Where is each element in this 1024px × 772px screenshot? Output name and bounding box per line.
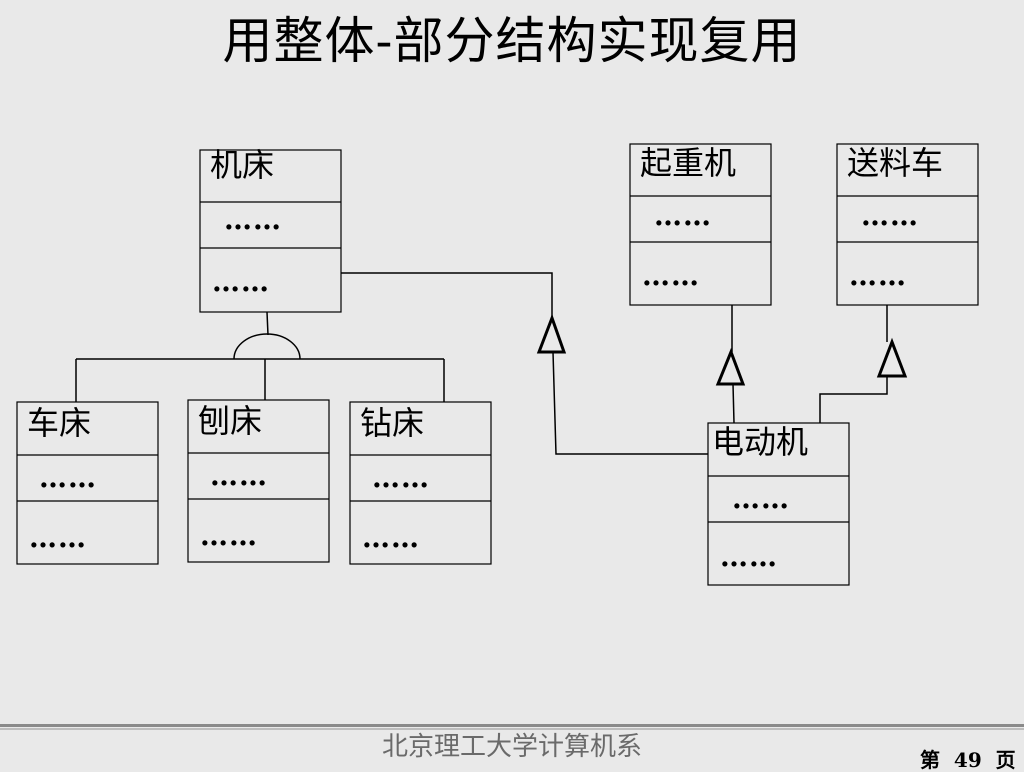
- class-operations: ……: [642, 259, 700, 292]
- class-planer: 刨床 …… ……: [188, 400, 329, 562]
- class-drill: 钻床 …… ……: [350, 402, 491, 564]
- aggregation-semicircle: [233, 333, 301, 360]
- triangle-crane-motor: [715, 347, 746, 386]
- class-feeder-cart: 送料车 …… ……: [837, 144, 978, 305]
- class-attributes: ……: [39, 461, 97, 494]
- class-name: 电动机: [712, 423, 809, 461]
- class-name: 机床: [210, 146, 275, 184]
- class-operations: ……: [212, 265, 270, 298]
- class-name: 车床: [27, 404, 92, 442]
- class-machine-tool: 机床 …… ……: [200, 146, 341, 312]
- class-operations: ……: [362, 521, 420, 554]
- triangle-machine-motor: [536, 313, 567, 354]
- class-attributes: ……: [372, 461, 430, 494]
- class-lathe: 车床 …… ……: [17, 402, 158, 564]
- aggregation-stem: [266, 311, 269, 336]
- footer-divider-light: [0, 728, 1024, 730]
- class-boxes: [16, 143, 979, 586]
- connector-machine-motor: [341, 272, 553, 318]
- class-operations: ……: [720, 540, 778, 573]
- footer-divider: [0, 724, 1024, 727]
- footer-institution: 北京理工大学计算机系: [381, 732, 642, 762]
- class-attributes: ……: [224, 203, 282, 236]
- class-attributes: ……: [210, 459, 268, 492]
- class-operations: ……: [29, 521, 87, 554]
- class-operations: ……: [200, 519, 258, 552]
- class-name: 钻床: [360, 404, 425, 442]
- class-attributes: ……: [654, 199, 712, 232]
- slide-title: 用整体-部分结构实现复用: [222, 12, 802, 70]
- class-attributes: ……: [861, 199, 919, 232]
- class-attributes: ……: [732, 482, 790, 515]
- class-operations: ……: [849, 259, 907, 292]
- page-number: 第 49 页: [920, 748, 1016, 772]
- class-crane: 起重机 …… ……: [630, 144, 771, 305]
- class-motor: 电动机 …… ……: [708, 423, 849, 585]
- class-name: 送料车: [847, 144, 944, 182]
- class-name: 起重机: [640, 144, 737, 182]
- triangle-cart-motor: [876, 337, 908, 378]
- class-name: 刨床: [198, 402, 263, 440]
